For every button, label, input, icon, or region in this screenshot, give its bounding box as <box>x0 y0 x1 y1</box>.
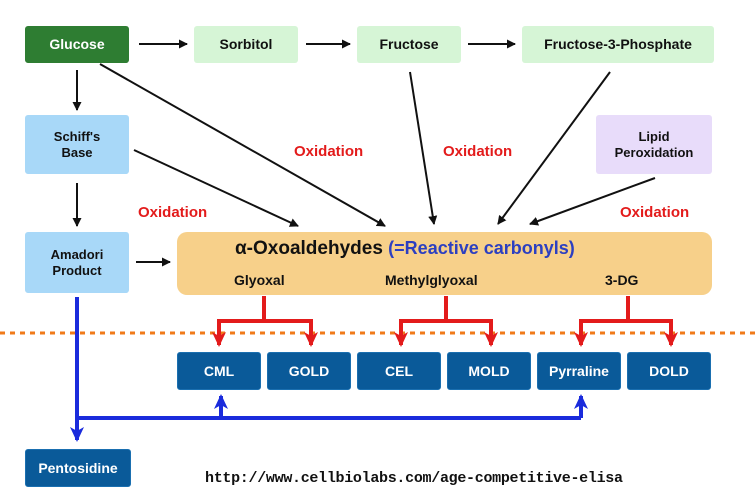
age-box-gold: GOLD <box>267 352 351 390</box>
schiffs-base-label-line2: Base <box>61 144 93 160</box>
arrow-lipid-oxo <box>529 177 656 226</box>
branch-methylglyoxal-mold <box>446 319 498 347</box>
age-box-cel: CEL <box>357 352 441 390</box>
branch-3dg <box>574 296 630 347</box>
glucose-node: Glucose <box>25 26 129 63</box>
oxoaldehydes-subtitle: (=Reactive carbonyls) <box>388 238 575 258</box>
fructose-node: Fructose <box>357 26 461 63</box>
sorbitol-node: Sorbitol <box>194 26 298 63</box>
lipid-peroxidation-label-line2: Peroxidation <box>614 144 694 160</box>
oxoaldehydes-title: α-Oxoaldehydes (=Reactive carbonyls) <box>235 238 575 260</box>
glucose-label: Glucose <box>49 36 105 53</box>
age-box-cml: CML <box>177 352 261 390</box>
amadori-product-label-line1: Amadori <box>50 246 104 262</box>
pentosidine-label: Pentosidine <box>38 459 118 476</box>
oxidation-label: Oxidation <box>294 143 364 160</box>
arrow-fructose-oxo <box>409 71 438 225</box>
lipid-peroxidation-label-line1: Lipid <box>638 128 670 144</box>
branch-glyoxal <box>212 296 266 347</box>
fructose-3-phosphate-label: Fructose-3-Phosphate <box>544 36 692 53</box>
oxidation-label: Oxidation <box>620 204 690 221</box>
age-box-mold: MOLD <box>447 352 531 390</box>
source-url: http://www.cellbiolabs.com/age-competiti… <box>205 470 623 487</box>
fructose-3-phosphate-node: Fructose-3-Phosphate <box>522 26 714 63</box>
schiffs-base-label-line1: Schiff's <box>53 128 101 144</box>
glyoxal-label: Glyoxal <box>234 272 285 288</box>
age-label-mold: MOLD <box>468 362 510 379</box>
methylglyoxal-label: Methylglyoxal <box>385 272 478 288</box>
age-label-cel: CEL <box>385 362 413 379</box>
sorbitol-label: Sorbitol <box>219 36 273 53</box>
age-box-pyrraline: Pyrraline <box>537 352 621 390</box>
fructose-label: Fructose <box>379 36 439 53</box>
arrow-f3p-oxo <box>497 71 611 225</box>
pentosidine-node: Pentosidine <box>25 449 131 487</box>
oxoaldehydes-title-text: α-Oxoaldehydes <box>235 238 383 259</box>
oxidation-label: Oxidation <box>138 204 208 221</box>
branch-methylglyoxal <box>394 296 448 347</box>
age-label-pyrraline: Pyrraline <box>549 362 609 379</box>
3dg-label: 3-DG <box>605 272 639 288</box>
branch-3dg-dold <box>628 319 678 347</box>
age-box-dold: DOLD <box>627 352 711 390</box>
oxidation-label: Oxidation <box>443 143 513 160</box>
age-label-cml: CML <box>203 362 235 379</box>
age-label-gold: GOLD <box>288 362 330 379</box>
oxoaldehydes-box: α-Oxoaldehydes (=Reactive carbonyls) Gly… <box>177 232 712 295</box>
amadori-product-label-line2: Product <box>52 262 102 278</box>
arrow-schiff-oxo <box>133 149 299 227</box>
age-label-dold: DOLD <box>649 362 689 379</box>
arrow-glucose-oxo <box>99 63 386 227</box>
branch-glyoxal-gold <box>264 319 318 347</box>
